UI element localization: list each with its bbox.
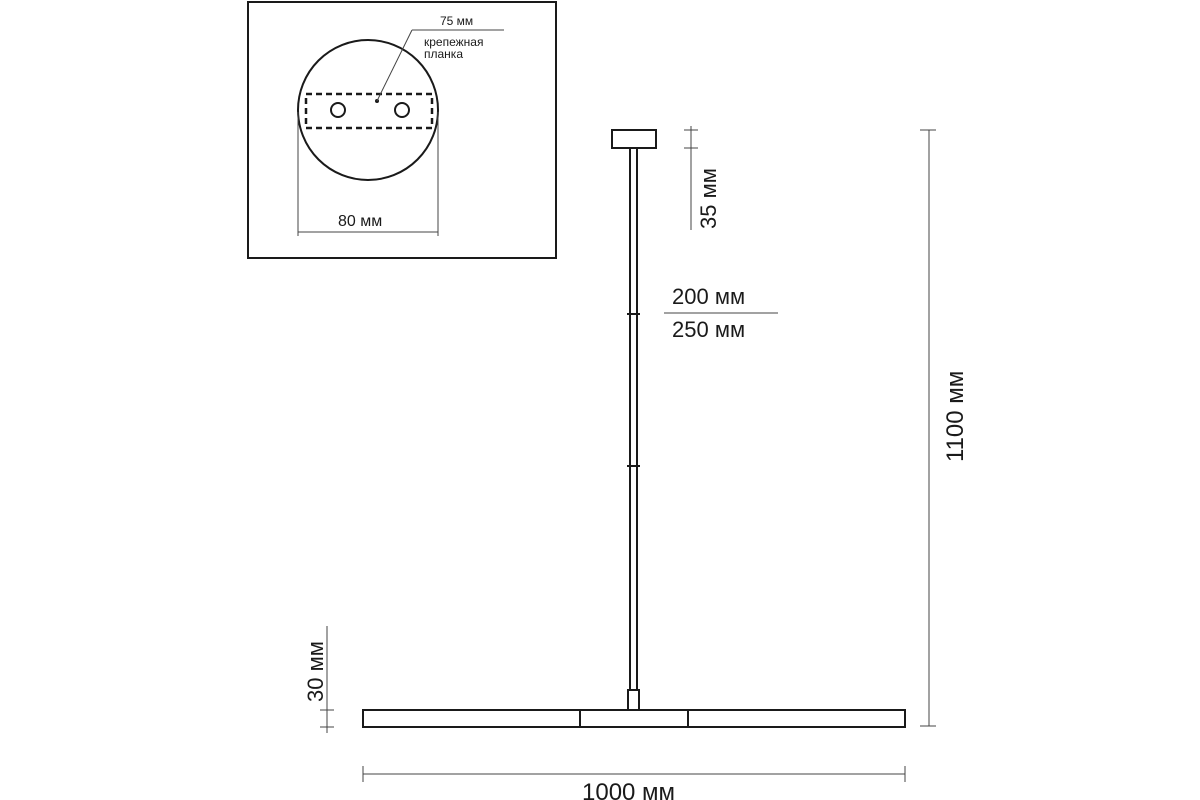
mounting-plate-label-line1: крепежная [424, 35, 483, 49]
pendant-side-view: 35 мм 200 мм 250 мм 1100 мм 30 мм 1000 м… [303, 126, 969, 800]
rod-connector [627, 689, 640, 711]
leader-line [376, 29, 413, 102]
canopy-diameter-label: 80 мм [338, 213, 382, 230]
canopy-circle [297, 39, 439, 181]
canopy-height-label: 35 мм [696, 168, 721, 229]
mounting-hole-right [394, 102, 410, 118]
mounting-plate-label-line2: планка [424, 47, 463, 61]
canopy-plate-width-label: 75 мм [440, 14, 473, 28]
rod-segment-long-label: 250 мм [672, 317, 745, 342]
canopy-inset: 75 мм крепежная планка 80 мм [247, 1, 557, 259]
overall-height-label: 1100 мм [942, 371, 969, 462]
bar-height-label: 30 мм [303, 641, 328, 702]
bar-width-label: 1000 мм [582, 779, 675, 800]
light-bar-center-housing [579, 709, 689, 728]
canopy-body [611, 129, 657, 149]
mounting-hole-left [330, 102, 346, 118]
inset-frame [247, 1, 557, 259]
rod-segment-short-label: 200 мм [672, 284, 745, 309]
mounting-plate-dashed [304, 92, 434, 130]
